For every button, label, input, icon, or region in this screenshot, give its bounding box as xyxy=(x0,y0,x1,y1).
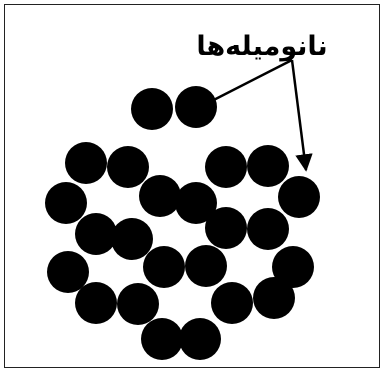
nanorod-cross-sections xyxy=(45,86,320,360)
pointer-arrow-left xyxy=(198,60,292,108)
nanorod-24 xyxy=(179,318,221,360)
nanorod-17 xyxy=(185,245,227,287)
nanorod-13 xyxy=(205,207,247,249)
nanorod-21 xyxy=(211,282,253,324)
nanorod-8 xyxy=(139,175,181,217)
nanorod-23 xyxy=(141,318,183,360)
nanorod-15 xyxy=(47,251,89,293)
nanorod-16 xyxy=(143,246,185,288)
nanorod-22 xyxy=(253,277,295,319)
nanorod-14 xyxy=(247,208,289,250)
pointer-arrow-right xyxy=(292,60,306,170)
nanorod-10 xyxy=(278,176,320,218)
nanorod-7 xyxy=(45,182,87,224)
nanorod-19 xyxy=(75,282,117,324)
nanorod-12 xyxy=(111,218,153,260)
nanorod-4 xyxy=(107,146,149,188)
nanorod-3 xyxy=(65,142,107,184)
nanorod-5 xyxy=(205,146,247,188)
nanorod-1 xyxy=(131,88,173,130)
nanorod-11 xyxy=(75,213,117,255)
nanorods-label: نانومیله‌ها xyxy=(196,31,327,62)
nanorod-20 xyxy=(117,283,159,325)
nanorod-6 xyxy=(247,145,289,187)
nanorod-2 xyxy=(175,86,217,128)
